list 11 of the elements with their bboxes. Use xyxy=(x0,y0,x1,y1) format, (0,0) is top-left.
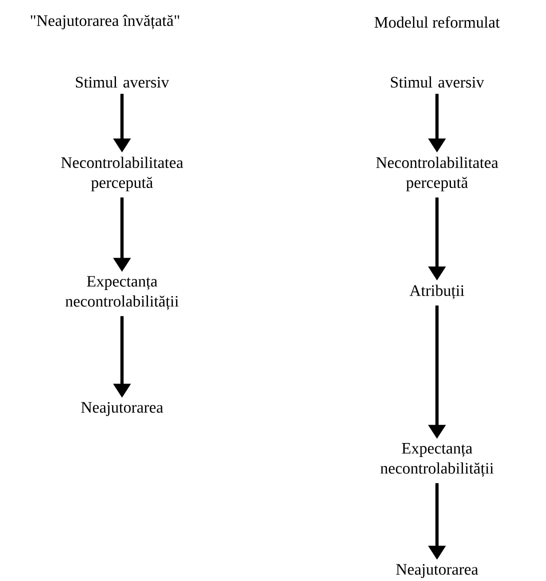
step-text: Necontrolabilitatea percepută xyxy=(61,156,184,192)
column-title: "Neajutorarea învățată" xyxy=(30,14,180,30)
step-text: Expectanța necontrolabilității xyxy=(380,443,494,477)
step-text: Stimul aversiv xyxy=(76,76,170,88)
step-text: Stimul aversiv xyxy=(390,76,484,88)
column-title: Modelul reformulat xyxy=(374,16,500,28)
step-text: Neajutorarea xyxy=(81,402,164,416)
step-text: Necontrolabilitatea percepută xyxy=(376,156,498,192)
step-text: Expectanța necontrolabilității xyxy=(66,276,179,310)
step-text: Neajutorarea xyxy=(396,564,478,578)
step-text: Atribuții xyxy=(410,284,464,300)
